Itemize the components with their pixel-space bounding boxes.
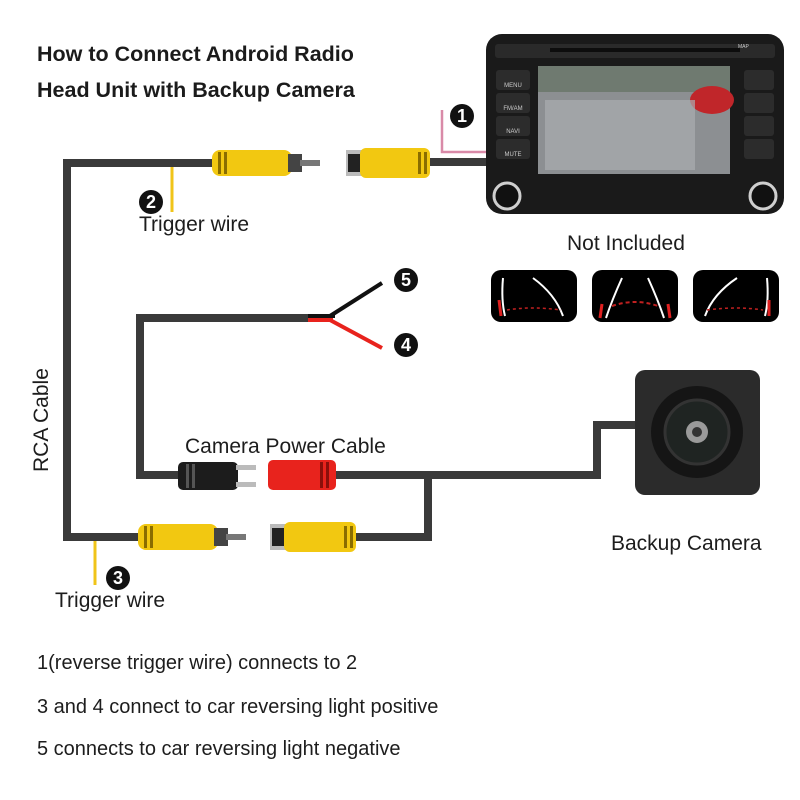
power-cable-wire <box>136 314 310 479</box>
head-unit-left-buttons: MENU FM/AM NAVI MUTE <box>497 75 529 167</box>
rca-male-connector-top <box>212 150 320 176</box>
trigger-wire-top-label: Trigger wire <box>139 213 250 236</box>
guideline-icon-right <box>693 270 779 322</box>
backup-camera-label: Backup Camera <box>611 532 762 555</box>
power-female-connector <box>268 460 336 490</box>
marker-1: 1 <box>450 104 474 128</box>
guideline-icon-center <box>592 270 678 322</box>
menu-button-label: MENU <box>504 83 522 89</box>
note-1: 1(reverse trigger wire) connects to 2 <box>37 652 358 674</box>
power-male-connector <box>178 462 256 490</box>
navi-button-label: NAVI <box>506 129 520 135</box>
camera-cable-wire <box>336 421 638 479</box>
not-included-label: Not Included <box>567 232 685 255</box>
marker-5: 5 <box>394 268 418 292</box>
rca-cable-label: RCA Cable <box>30 368 53 472</box>
positive-wire-4-branch <box>329 318 383 350</box>
head-unit-image <box>486 34 784 214</box>
trigger-wire-bottom-label: Trigger wire <box>55 589 166 612</box>
title-line-1: How to Connect Android Radio <box>37 42 354 66</box>
backup-camera-image <box>635 370 760 495</box>
rca-male-connector-bottom <box>138 524 246 550</box>
negative-wire-5-branch <box>328 281 384 318</box>
rca-female-connector-bottom <box>270 522 356 552</box>
fmam-button-label: FM/AM <box>503 106 523 112</box>
rca-cable-wire <box>63 159 215 541</box>
note-2: 3 and 4 connect to car reversing light p… <box>37 696 439 718</box>
note-3: 5 connects to car reversing light negati… <box>37 738 401 760</box>
marker-3: 3 <box>106 566 130 590</box>
rca-female-connector-top <box>346 148 430 178</box>
trigger-wire-1 <box>440 110 492 154</box>
title-line-2: Head Unit with Backup Camera <box>37 78 355 102</box>
map-button-label: MAP <box>738 44 749 50</box>
marker-2: 2 <box>139 190 163 214</box>
camera-video-wire <box>356 475 432 541</box>
mute-button-label: MUTE <box>504 152 522 158</box>
camera-power-cable-label: Camera Power Cable <box>185 435 386 458</box>
volume-knob <box>492 181 522 211</box>
diagram-title: How to Connect Android Radio Head Unit w… <box>37 36 355 108</box>
tune-knob <box>748 181 778 211</box>
guideline-icon-left <box>491 270 577 322</box>
marker-4: 4 <box>394 333 418 357</box>
